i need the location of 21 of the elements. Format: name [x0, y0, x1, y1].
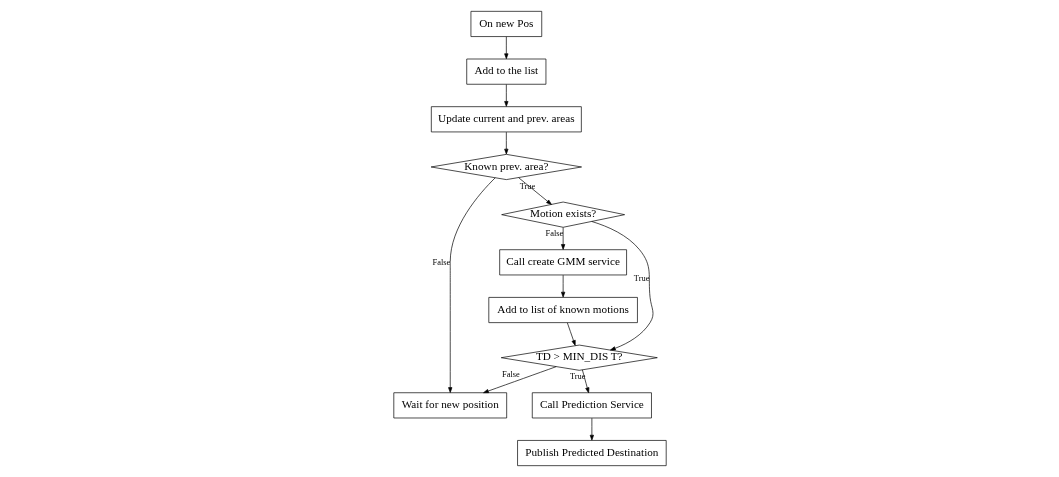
node-box: On new Pos — [470, 11, 542, 37]
arrow — [503, 84, 508, 107]
arrow — [581, 369, 589, 394]
arrow — [560, 274, 565, 298]
node-box: Call create GMM service — [498, 249, 627, 276]
node-box: Publish Predicted Destination — [516, 440, 667, 467]
node-diamond: Known prev. area? — [430, 154, 582, 180]
arrow — [560, 227, 565, 250]
node-box: Wait for new position — [392, 392, 507, 419]
arrow — [589, 417, 594, 441]
arrow — [482, 366, 557, 394]
arrow — [503, 131, 508, 155]
arrow — [566, 322, 576, 346]
arrow — [447, 177, 496, 393]
node-box: Add to the list — [465, 58, 546, 85]
arrow — [517, 177, 552, 205]
node-box: Update current and prev. areas — [430, 106, 582, 133]
arrow — [590, 221, 653, 351]
node-box: Add to list of known motions — [487, 297, 638, 323]
node-box: Call Prediction Service — [531, 392, 652, 419]
arrow — [503, 36, 508, 60]
